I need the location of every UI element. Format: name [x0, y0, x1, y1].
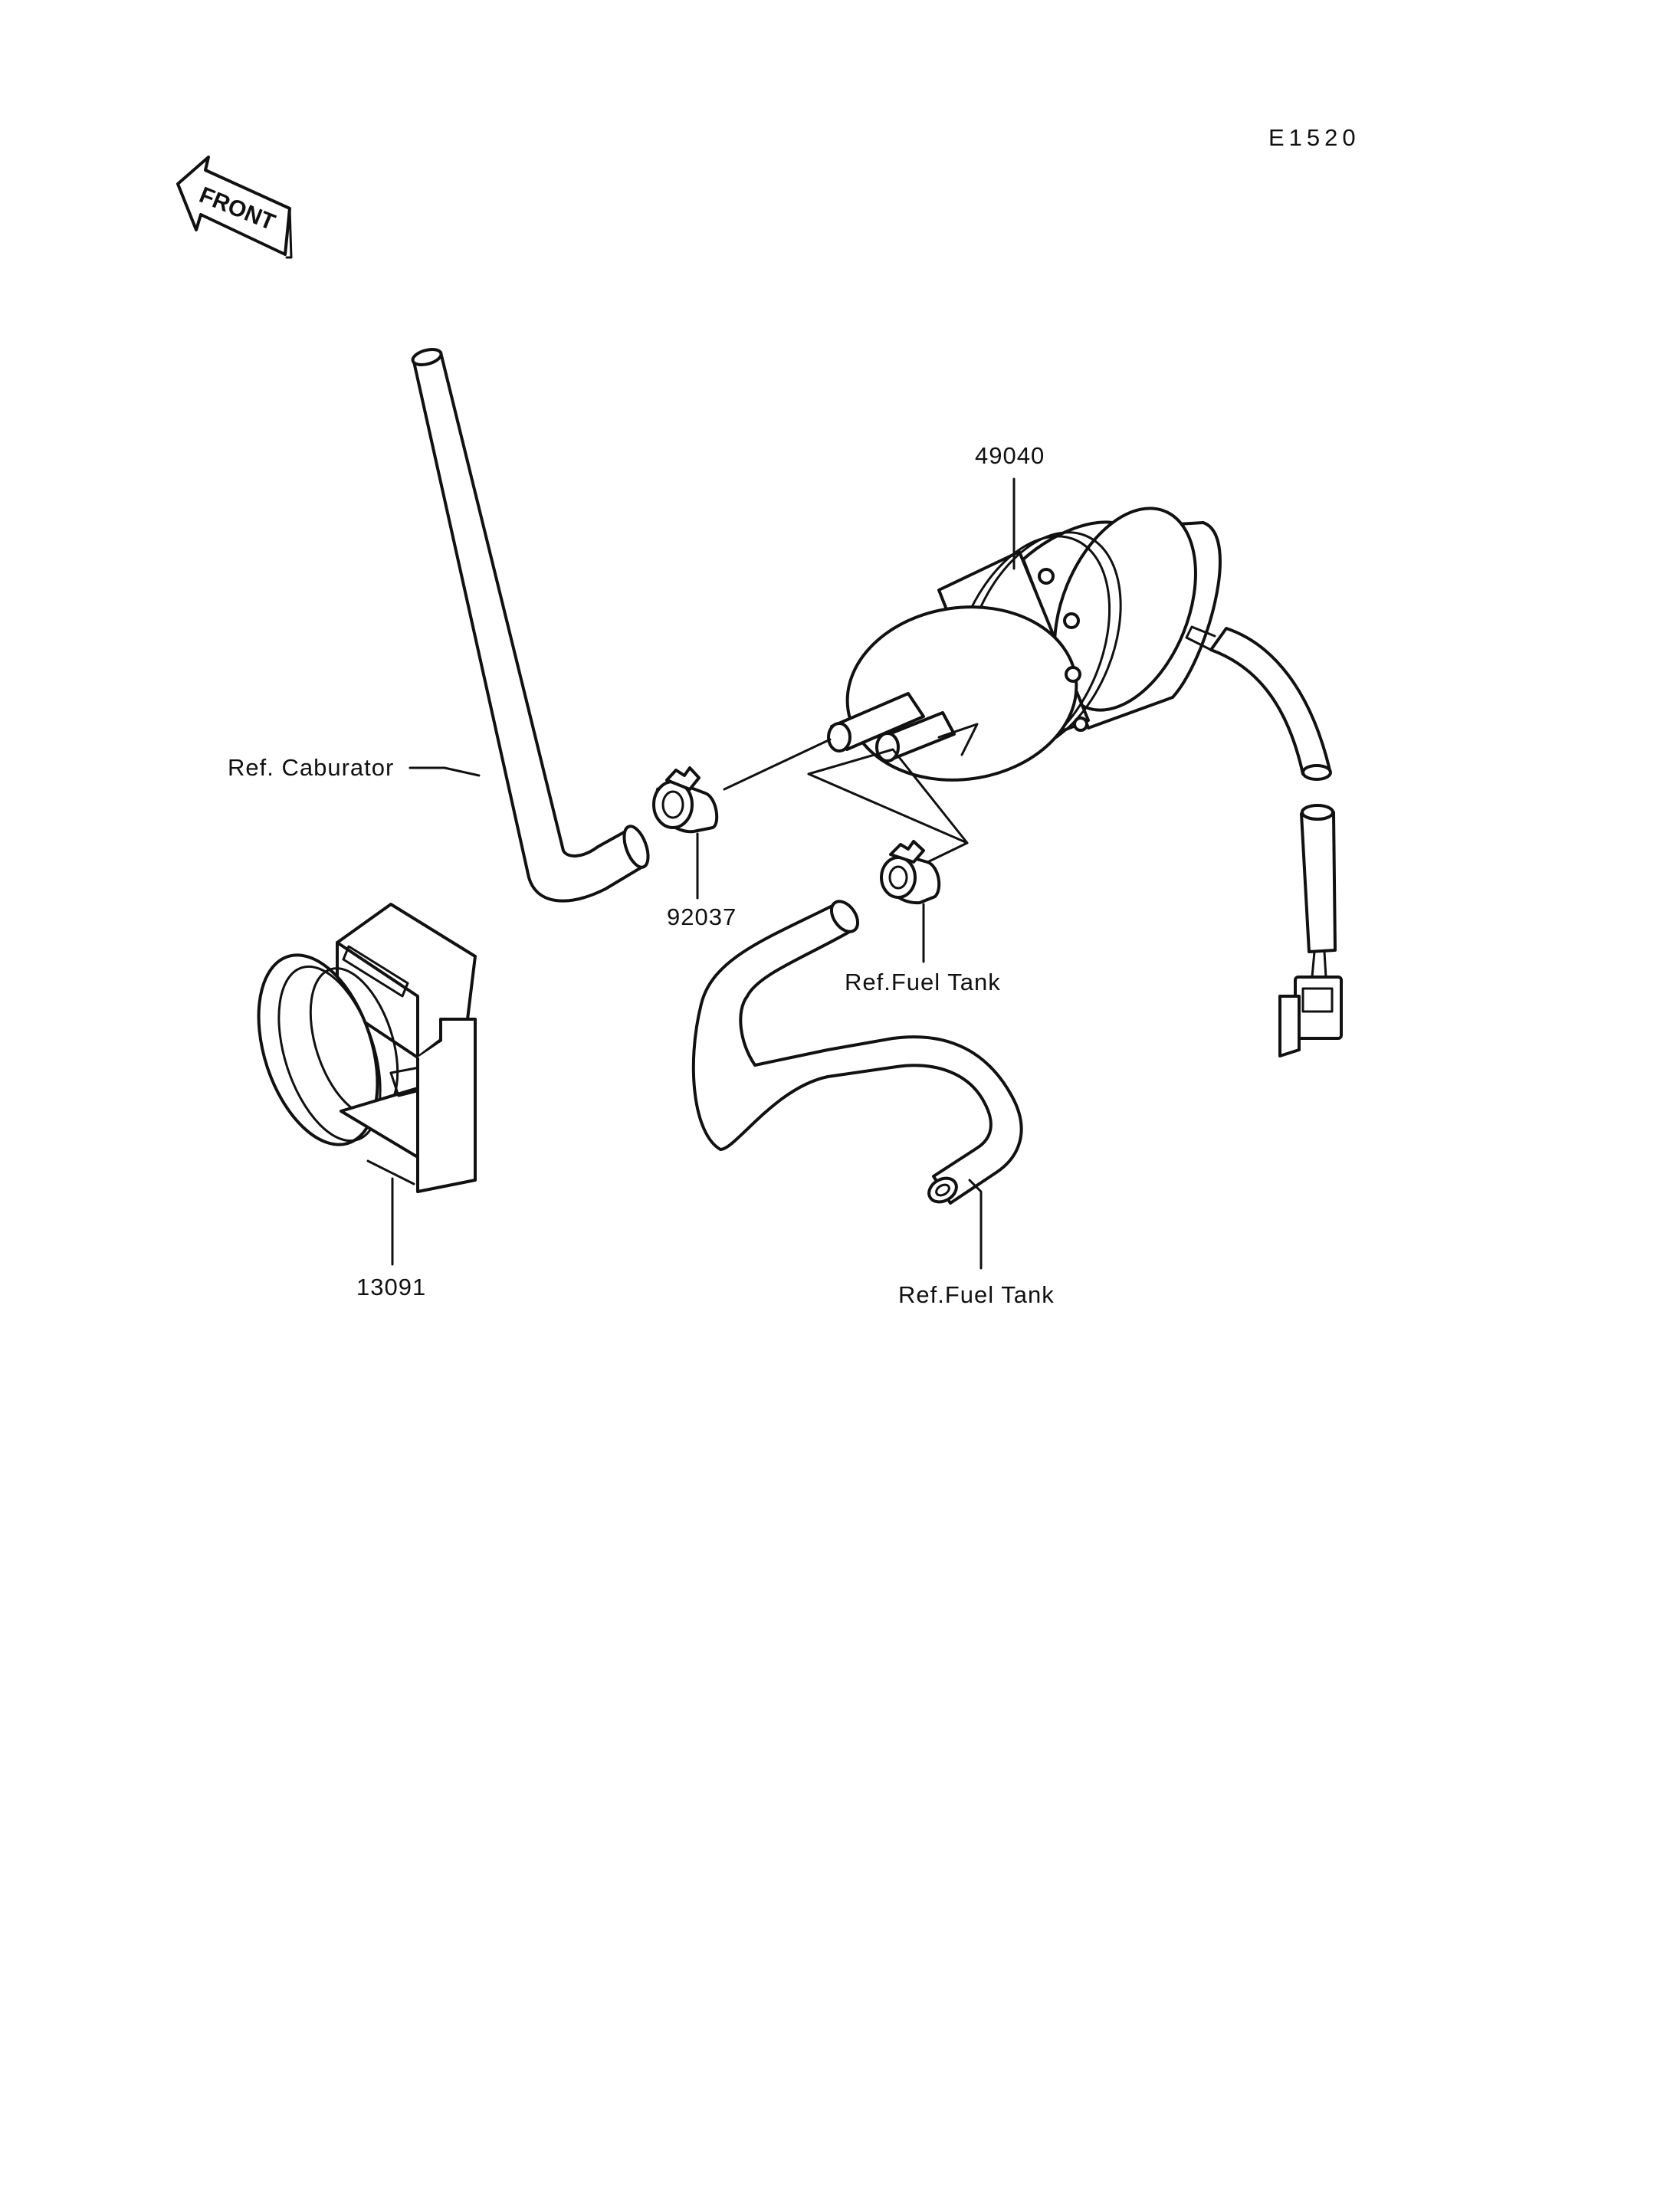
ref-fuel-tank-clamp-label: Ref.Fuel Tank — [845, 969, 1001, 995]
front-arrow-icon: FRONT — [176, 156, 293, 259]
ref-fuel-tank-hose-label: Ref.Fuel Tank — [898, 1281, 1055, 1308]
clamp-92037-icon — [652, 766, 719, 834]
carburator-hose-icon — [411, 348, 650, 903]
bracket-clamp-13091-icon — [257, 903, 477, 1193]
part-92037-label: 92037 — [667, 903, 737, 930]
ref-carburator-label: Ref. Caburator — [228, 754, 394, 781]
clamp-fuel-tank-icon — [880, 840, 941, 905]
part-49040-label: 49040 — [975, 442, 1045, 469]
fuel-tank-hose-icon — [691, 900, 1023, 1205]
diagram-code: E1520 — [1268, 124, 1360, 151]
fuel-pump-icon — [827, 507, 1343, 1058]
part-13091-label: 13091 — [356, 1274, 426, 1300]
